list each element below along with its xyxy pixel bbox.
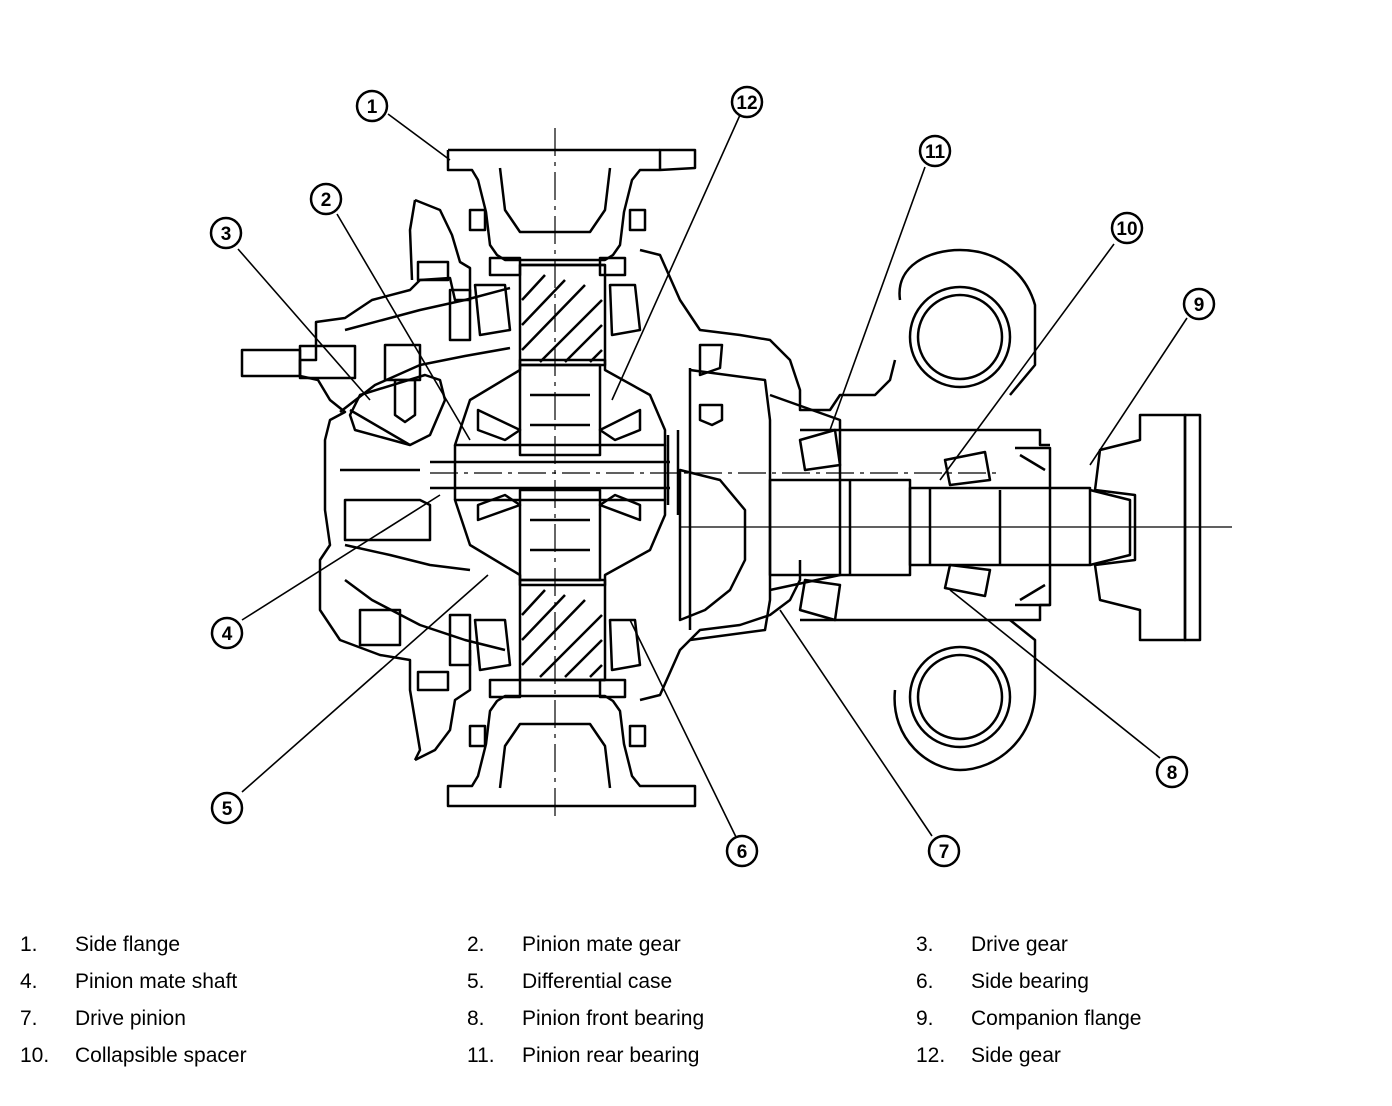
callout-10-label: 10 [1116, 219, 1137, 240]
leader-lines [237, 113, 1188, 838]
legend-item-label: Pinion front bearing [522, 1007, 705, 1030]
legend-item-label: Drive pinion [75, 1007, 186, 1030]
differential-drawing [237, 113, 1232, 838]
legend-item-label: Collapsible spacer [75, 1044, 247, 1067]
drive-pinion [678, 468, 1092, 622]
legend-item-label: Drive gear [971, 933, 1068, 956]
callout-12-label: 12 [736, 93, 757, 114]
callout-4: 4 [210, 616, 244, 650]
callout-5-label: 5 [222, 799, 233, 820]
callout-7: 7 [927, 834, 961, 868]
legend-item-number: 7. [20, 1007, 38, 1030]
side-gears [518, 263, 607, 682]
callout-7-label: 7 [939, 842, 950, 863]
legend-item-number: 1. [20, 933, 38, 956]
legend-item-number: 3. [916, 933, 934, 956]
legend-item-label: Differential case [522, 970, 673, 993]
pinion-bearings [798, 428, 992, 622]
callout-5: 5 [210, 791, 244, 825]
callout-3: 3 [209, 216, 243, 250]
callout-6-label: 6 [737, 842, 748, 863]
legend-item-label: Pinion rear bearing [522, 1044, 700, 1067]
legend-item-number: 5. [467, 970, 485, 993]
legend-item-number: 12. [916, 1044, 946, 1067]
legend-item-number: 4. [20, 970, 38, 993]
legend-item-number: 9. [916, 1007, 934, 1030]
lower-side-flange [446, 694, 697, 808]
callout-9-label: 9 [1194, 295, 1205, 316]
callout-8: 8 [1155, 755, 1189, 789]
callout-12: 12 [730, 85, 764, 119]
callout-6: 6 [725, 834, 759, 868]
legend-item-label: Pinion mate shaft [75, 970, 238, 993]
callout-11-label: 11 [925, 142, 946, 163]
callout-1-label: 1 [367, 97, 378, 118]
callout-2-label: 2 [321, 190, 332, 211]
side-bearings [448, 256, 642, 699]
callout-9: 9 [1182, 287, 1216, 321]
differential-cross-section-diagram: 1 2 3 4 5 6 7 8 [209, 85, 1232, 868]
callout-1: 1 [355, 89, 389, 123]
callouts: 1 2 3 4 5 6 7 8 [209, 85, 1216, 868]
callout-3-label: 3 [221, 224, 232, 245]
parts-legend: 1. Side flange 2. Pinion mate gear 3. Dr… [0, 925, 1392, 1085]
centerlines [430, 128, 1232, 820]
legend-item-label: Side gear [971, 1044, 1061, 1067]
callout-11: 11 [918, 134, 952, 168]
carrier-housing-left [240, 198, 511, 762]
companion-flange [1015, 413, 1202, 642]
legend-item-number: 2. [467, 933, 485, 956]
legend-item-label: Side bearing [971, 970, 1089, 993]
legend-item-label: Side flange [75, 933, 181, 956]
callout-2: 2 [309, 182, 343, 216]
callout-10: 10 [1110, 211, 1144, 245]
legend-item-label: Pinion mate gear [522, 933, 681, 956]
callout-8-label: 8 [1167, 763, 1178, 784]
legend-item-number: 6. [916, 970, 934, 993]
legend-item-number: 10. [20, 1044, 50, 1067]
legend-item-number: 11. [467, 1044, 495, 1067]
axle-tubes [893, 248, 1037, 772]
drive-gear [348, 343, 447, 447]
callout-4-label: 4 [222, 624, 233, 645]
legend-item-number: 8. [467, 1007, 485, 1030]
legend-item-label: Companion flange [971, 1007, 1142, 1030]
differential-case [430, 358, 692, 630]
upper-side-flange [446, 148, 697, 262]
